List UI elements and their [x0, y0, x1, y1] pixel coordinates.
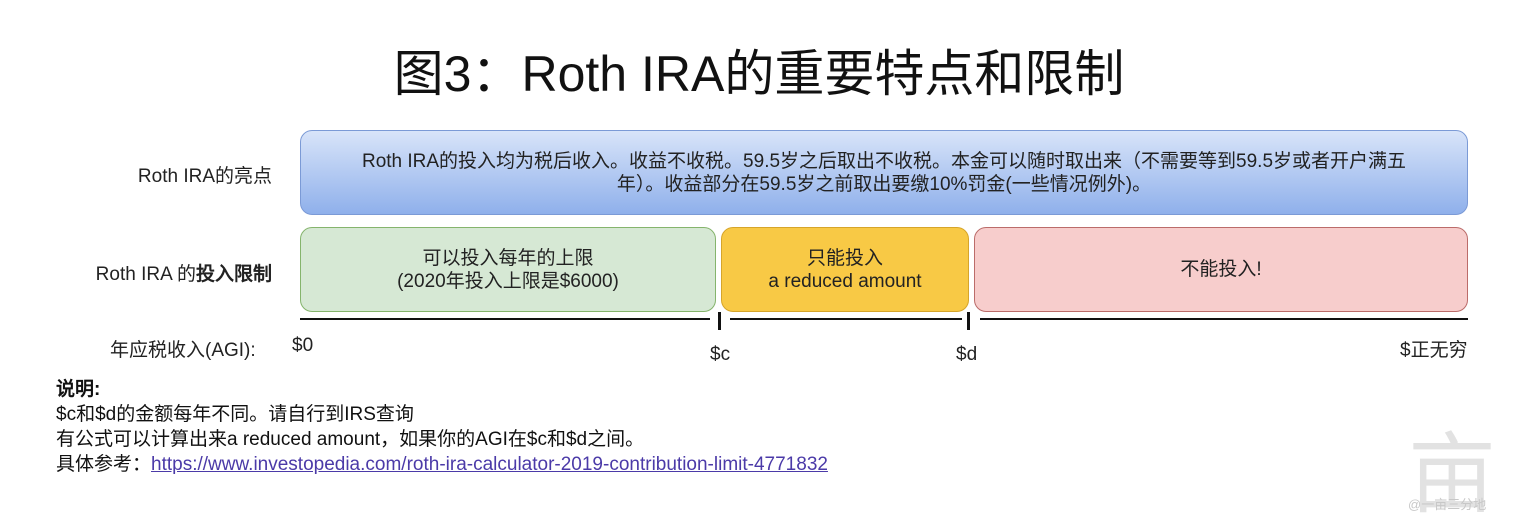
limit-row-label-bold: 投入限制	[195, 264, 272, 285]
page-title: 图3：Roth IRA的重要特点和限制	[393, 46, 1125, 102]
axis-c-label: $c	[710, 344, 731, 365]
reduced-contribution-box: 只能投入 a reduced amount	[721, 227, 969, 312]
highlight-box: Roth IRA的投入均为税后收入。收益不收税。59.5岁之后取出不收税。本金可…	[300, 130, 1468, 215]
axis-d-label: $d	[956, 344, 978, 365]
no-contribution-line1: 不能投入!	[1180, 259, 1262, 280]
notes-section: 说明: $c和$d的金额每年不同。请自行到IRS查询 有公式可以计算出来a re…	[56, 377, 828, 477]
axis-start-label: $0	[292, 335, 314, 356]
reduced-contribution-line1: 只能投入	[806, 247, 883, 269]
limit-row-label-prefix: Roth IRA 的	[95, 264, 196, 285]
notes-line3: 具体参考：https://www.investopedia.com/roth-i…	[56, 452, 828, 477]
axis-segment-1	[300, 318, 710, 320]
full-contribution-box: 可以投入每年的上限 (2020年投入上限是$6000)	[300, 227, 716, 312]
axis-tick-d	[967, 312, 970, 330]
watermark-logo: 亩	[1408, 423, 1497, 526]
highlight-text-line1: Roth IRA的投入均为税后收入。收益不收税。59.5岁之后取出不收税。本金可…	[361, 150, 1407, 172]
full-contribution-line1: 可以投入每年的上限	[422, 247, 594, 269]
no-contribution-box: 不能投入!	[974, 227, 1468, 312]
axis-label: 年应税收入(AGI):	[110, 340, 256, 361]
watermark-text: @一亩三分地	[1408, 497, 1487, 512]
full-contribution-line2: (2020年投入上限是$6000)	[397, 270, 619, 292]
notes-line1: $c和$d的金额每年不同。请自行到IRS查询	[56, 404, 414, 425]
highlight-row-label: Roth IRA的亮点	[137, 166, 272, 187]
reduced-contribution-line2: a reduced amount	[768, 270, 922, 292]
notes-reference-prefix: 具体参考：	[56, 454, 152, 475]
axis-tick-c	[718, 312, 721, 330]
axis-segment-2	[730, 318, 962, 320]
limit-row-label: Roth IRA 的投入限制	[96, 259, 272, 286]
axis-segment-3	[980, 318, 1468, 320]
reference-link[interactable]: https://www.investopedia.com/roth-ira-ca…	[151, 454, 828, 475]
axis-end-label: $正无穷	[1400, 340, 1468, 361]
highlight-text-line2: 年）。收益部分在59.5岁之前取出要缴10%罚金(一些情况例外)。	[616, 173, 1152, 195]
notes-line2: 有公式可以计算出来a reduced amount，如果你的AGI在$c和$d之…	[56, 429, 645, 450]
notes-heading: 说明:	[56, 379, 101, 400]
